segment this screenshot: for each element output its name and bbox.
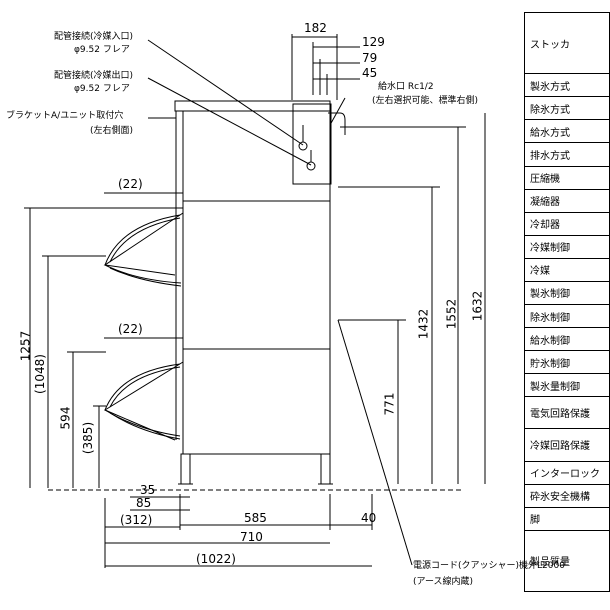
dim-1257: 1257: [18, 330, 33, 362]
spec-label: 冷媒制御: [524, 234, 610, 259]
dim-gap-upper: (22): [118, 177, 143, 191]
pipe-outlet-label: 配管接続(冷媒出口): [54, 71, 134, 81]
bracket-side: (左右側面): [90, 126, 134, 136]
dim-40: 40: [361, 511, 377, 525]
water-inlet-pipe: [328, 112, 346, 135]
spec-row: 排水方式: [524, 142, 610, 167]
spec-label: 圧縮機: [524, 165, 610, 190]
dim-771: 771: [382, 392, 397, 416]
bracket-label: ブラケットA/ユニット取付穴: [6, 111, 124, 121]
dim-35: 35: [140, 483, 156, 497]
spec-label: 砕氷安全機構: [524, 483, 610, 508]
spec-label: 給水方式: [524, 119, 610, 144]
spec-row: 除氷方式: [524, 96, 610, 121]
top-panel: [174, 100, 331, 112]
spec-label: ストッカ: [524, 11, 610, 75]
spec-table: ストッカ製氷方式除氷方式給水方式排水方式圧縮機凝縮器冷却器冷媒制御冷媒製氷制御除…: [524, 11, 610, 593]
spec-row: 製品質量: [524, 529, 610, 593]
spec-row: インターロック: [524, 460, 610, 485]
spec-row: 貯氷制御: [524, 350, 610, 375]
spec-label: 脚: [524, 506, 610, 531]
pipe-inlet-spec: φ9.52 フレア: [74, 45, 130, 55]
spec-row: 脚: [524, 506, 610, 531]
spec-label: インターロック: [524, 460, 610, 485]
spec-label: 製品質量: [524, 529, 610, 593]
spec-row: 製氷量制御: [524, 373, 610, 398]
spec-label: 給水制御: [524, 327, 610, 352]
water-fitting-block: [292, 103, 332, 185]
right-leg: [320, 453, 331, 485]
dim-1552: 1552: [444, 298, 459, 330]
dim-85: 85: [136, 496, 152, 510]
spec-label: 電気回路保護: [524, 396, 610, 430]
spec-row: 圧縮機: [524, 165, 610, 190]
spec-row: 除氷制御: [524, 303, 610, 329]
spec-label: 除氷方式: [524, 96, 610, 121]
spec-label: 排水方式: [524, 142, 610, 167]
power-cord-note: (アース線内蔵): [413, 577, 474, 587]
spec-label: 冷媒: [524, 257, 610, 282]
spec-row: 冷媒: [524, 257, 610, 282]
spec-label: 凝縮器: [524, 188, 610, 213]
spec-row: 給水方式: [524, 119, 610, 144]
water-inlet-label: 給水口 Rc1/2: [378, 82, 434, 92]
spec-label: 冷媒回路保護: [524, 428, 610, 462]
stocker-cabinet: [182, 200, 331, 455]
spec-label: 冷却器: [524, 211, 610, 236]
spec-row: 製氷方式: [524, 73, 610, 98]
spec-label: 貯氷制御: [524, 350, 610, 375]
dim-1432: 1432: [416, 308, 431, 340]
lower-door: [103, 361, 184, 441]
power-cord-label: 電源コード(クアッシャー)機外L2000: [413, 561, 565, 571]
dim-129: 129: [362, 35, 385, 49]
spec-label: 製氷量制御: [524, 373, 610, 398]
dim-385: (385): [81, 421, 96, 455]
spec-label: 製氷制御: [524, 280, 610, 305]
upper-door: [103, 212, 184, 276]
spec-label: 製氷方式: [524, 73, 610, 98]
spec-row: 製氷制御: [524, 280, 610, 305]
water-inlet-note: (左右選択可能、標準右側): [372, 96, 479, 106]
left-leg: [180, 453, 191, 485]
dim-79: 79: [362, 51, 378, 65]
upper-unit: [182, 110, 331, 202]
dim-710: 710: [240, 530, 263, 544]
spec-label: 除氷制御: [524, 303, 610, 329]
dim-312: (312): [120, 513, 153, 527]
dim-585: 585: [244, 511, 267, 525]
dim-1632: 1632: [470, 290, 485, 322]
spec-row: 冷却器: [524, 211, 610, 236]
spec-row: 電気回路保護: [524, 396, 610, 430]
spec-row: ストッカ: [524, 11, 610, 75]
dim-1048: (1048): [32, 354, 47, 394]
spec-row: 砕氷安全機構: [524, 483, 610, 508]
pipe-outlet-spec: φ9.52 フレア: [74, 84, 130, 94]
dim-182: 182: [304, 21, 327, 35]
pipe-inlet-label: 配管接続(冷媒入口): [54, 32, 134, 42]
spec-row: 給水制御: [524, 327, 610, 352]
spec-row: 冷媒制御: [524, 234, 610, 259]
dim-gap-lower: (22): [118, 322, 143, 336]
dim-45: 45: [362, 66, 378, 80]
dim-594: 594: [58, 406, 73, 430]
dim-1022: (1022): [196, 552, 236, 566]
spec-row: 凝縮器: [524, 188, 610, 213]
spec-row: 冷媒回路保護: [524, 428, 610, 462]
